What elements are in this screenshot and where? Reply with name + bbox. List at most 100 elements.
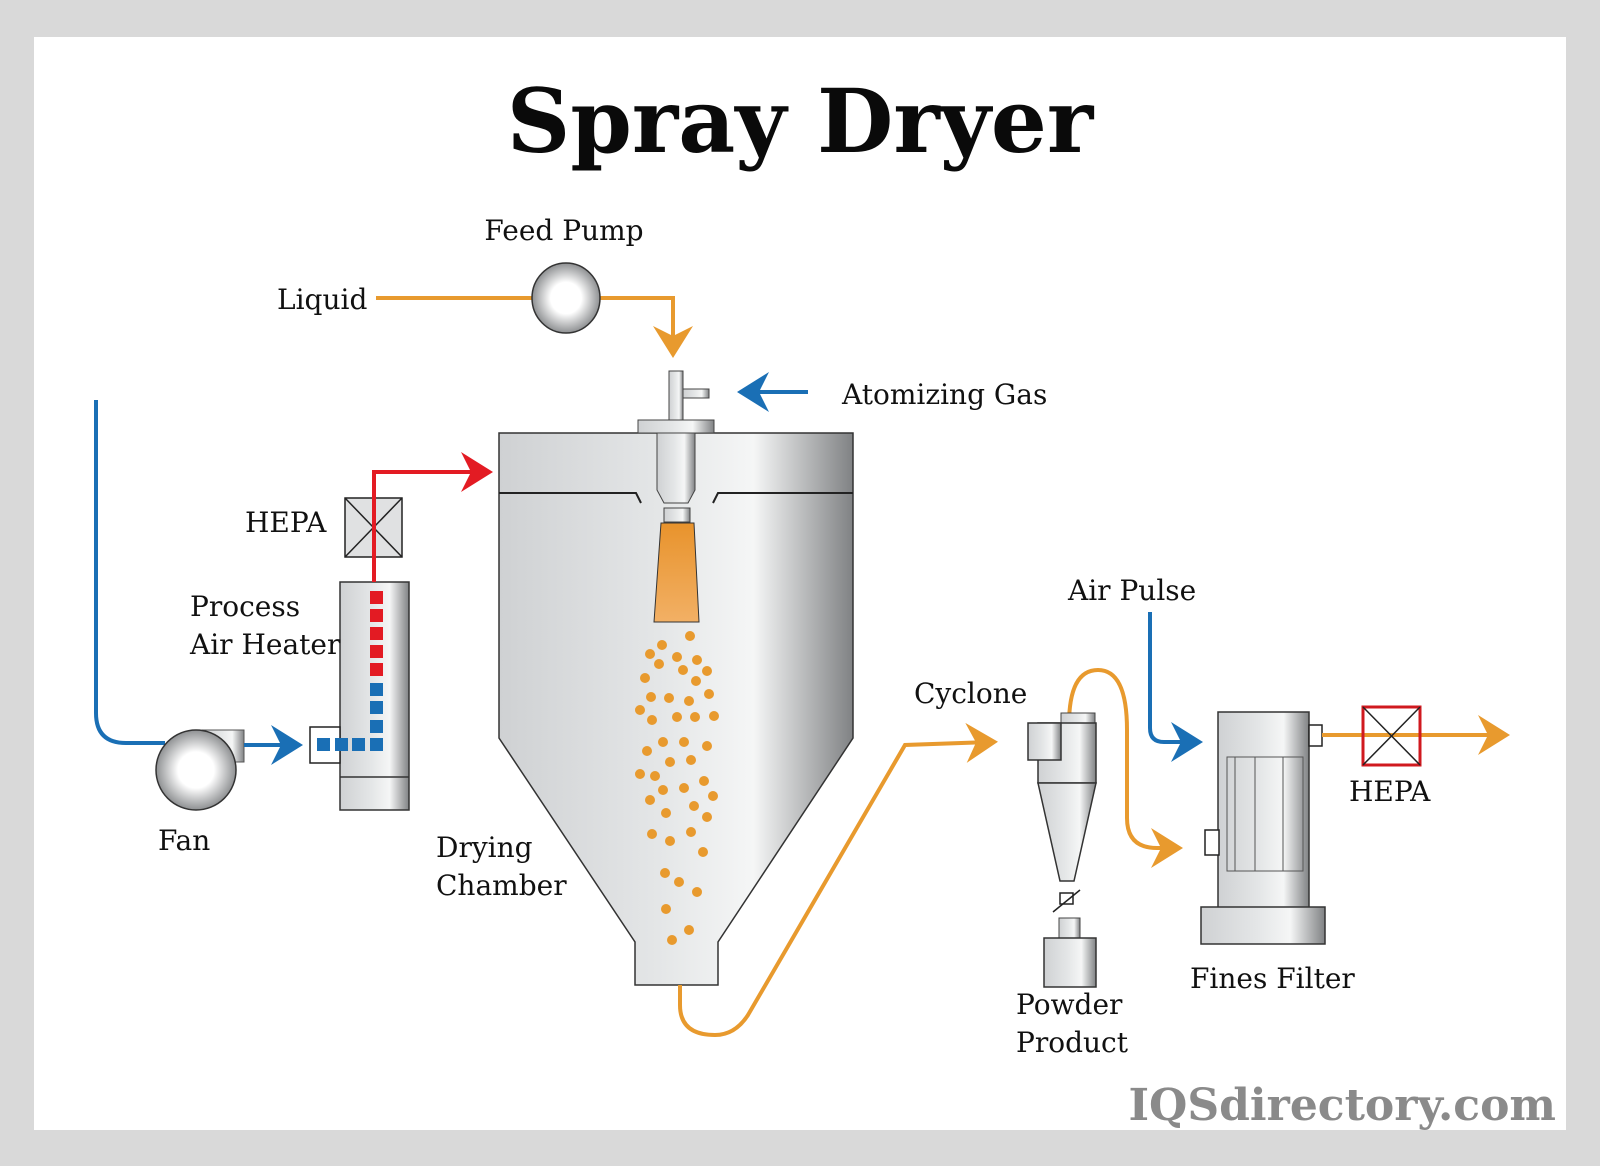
chamber-to-cyclone-line: [678, 722, 998, 1038]
droplet: [704, 689, 714, 699]
feed-pump: [531, 262, 601, 334]
droplet: [684, 925, 694, 935]
droplet: [692, 887, 702, 897]
droplet: [640, 673, 650, 683]
feed-pump-label: Feed Pump: [484, 214, 643, 247]
chamber-ceiling-left: [499, 492, 642, 504]
nozzle-flange: [637, 419, 715, 434]
filter-bag-housing: [1226, 756, 1304, 872]
nozzle-tip: [663, 507, 691, 523]
heater-element-hot: [370, 609, 383, 622]
droplet: [702, 666, 712, 676]
droplet: [709, 711, 719, 721]
droplet: [684, 696, 694, 706]
droplet: [650, 771, 660, 781]
air-intake-line: [94, 400, 165, 745]
spray-cone: [653, 522, 700, 623]
air-pulse-label: Air Pulse: [1067, 574, 1196, 607]
heater-element-cold: [370, 720, 383, 733]
fan: [155, 729, 237, 811]
heater-element-cold: [317, 738, 330, 751]
droplet: [661, 808, 671, 818]
droplet: [654, 659, 664, 669]
heater-element-cold: [370, 738, 383, 751]
droplet: [686, 755, 696, 765]
droplet: [702, 812, 712, 822]
droplet: [691, 676, 701, 686]
drying-chamber-label-1: Drying: [436, 831, 533, 864]
atomizing-gas-label: Atomizing Gas: [841, 378, 1047, 411]
droplet: [647, 829, 657, 839]
fines-filter-body: [1217, 711, 1310, 909]
droplet: [645, 649, 655, 659]
droplet: [661, 904, 671, 914]
liquid-label: Liquid: [277, 283, 367, 316]
droplet: [658, 737, 668, 747]
diagram-title: Spray Dryer: [507, 69, 1095, 173]
nozzle-stem: [668, 370, 684, 421]
droplet: [646, 692, 656, 702]
droplet: [679, 783, 689, 793]
droplet: [679, 737, 689, 747]
cyclone-label: Cyclone: [914, 677, 1027, 710]
cyclone-outlet: [1060, 712, 1096, 724]
droplet: [708, 791, 718, 801]
droplet: [642, 746, 652, 756]
air-pulse-line: [1148, 612, 1203, 762]
droplet: [645, 795, 655, 805]
droplet: [692, 655, 702, 665]
droplet: [674, 877, 684, 887]
droplet: [686, 827, 696, 837]
drying-chamber-label-2: Chamber: [436, 869, 567, 902]
droplet: [690, 712, 700, 722]
powder-collector: [1043, 937, 1097, 988]
droplet: [647, 715, 657, 725]
cyclone-to-filter-line: [1067, 667, 1183, 868]
cyclone-inlet: [1027, 722, 1062, 761]
nozzle-body: [656, 432, 696, 504]
outlet-hepa-cross-b: [1362, 706, 1421, 766]
droplet: [699, 776, 709, 786]
droplet: [635, 705, 645, 715]
atomizing-gas-port: [682, 388, 710, 399]
heater-element-hot: [370, 645, 383, 658]
watermark: IQSdirectory.com: [1128, 1080, 1556, 1131]
droplet: [664, 693, 674, 703]
fines-filter-label: Fines Filter: [1190, 962, 1355, 995]
heater-element-cold: [370, 701, 383, 714]
heater-element-hot: [370, 663, 383, 676]
filter-inlet-port: [1204, 829, 1220, 856]
collector-neck: [1058, 917, 1081, 939]
droplet: [672, 712, 682, 722]
heater-element-hot: [370, 627, 383, 640]
process-air-heater-label-1: Process: [190, 590, 300, 623]
droplet: [702, 741, 712, 751]
heater-elements: [317, 591, 383, 751]
outlet-hepa-label: HEPA: [1349, 775, 1431, 808]
droplet: [635, 769, 645, 779]
droplet: [665, 836, 675, 846]
droplet: [657, 640, 667, 650]
process-air-heater-label-2: Air Heater: [189, 628, 341, 661]
drying-chamber: [498, 432, 854, 986]
inlet-hepa-label: HEPA: [245, 506, 327, 539]
droplet: [672, 652, 682, 662]
droplet: [660, 868, 670, 878]
droplet: [665, 757, 675, 767]
droplet: [667, 935, 677, 945]
hot-air-line: [372, 452, 493, 582]
rotary-valve: [1059, 892, 1074, 905]
rotary-valve-line: [1052, 889, 1081, 913]
droplet: [689, 801, 699, 811]
droplet: [685, 631, 695, 641]
chamber-ceiling-right: [712, 492, 853, 504]
powder-product-label-2: Product: [1016, 1026, 1129, 1059]
droplet: [658, 785, 668, 795]
fan-label: Fan: [158, 824, 210, 857]
heater-element-cold: [352, 738, 365, 751]
filter-outlet-port: [1308, 724, 1323, 747]
droplets: [635, 631, 719, 945]
pump-to-nozzle-line: [594, 296, 693, 358]
powder-product-label-1: Powder: [1016, 988, 1123, 1021]
